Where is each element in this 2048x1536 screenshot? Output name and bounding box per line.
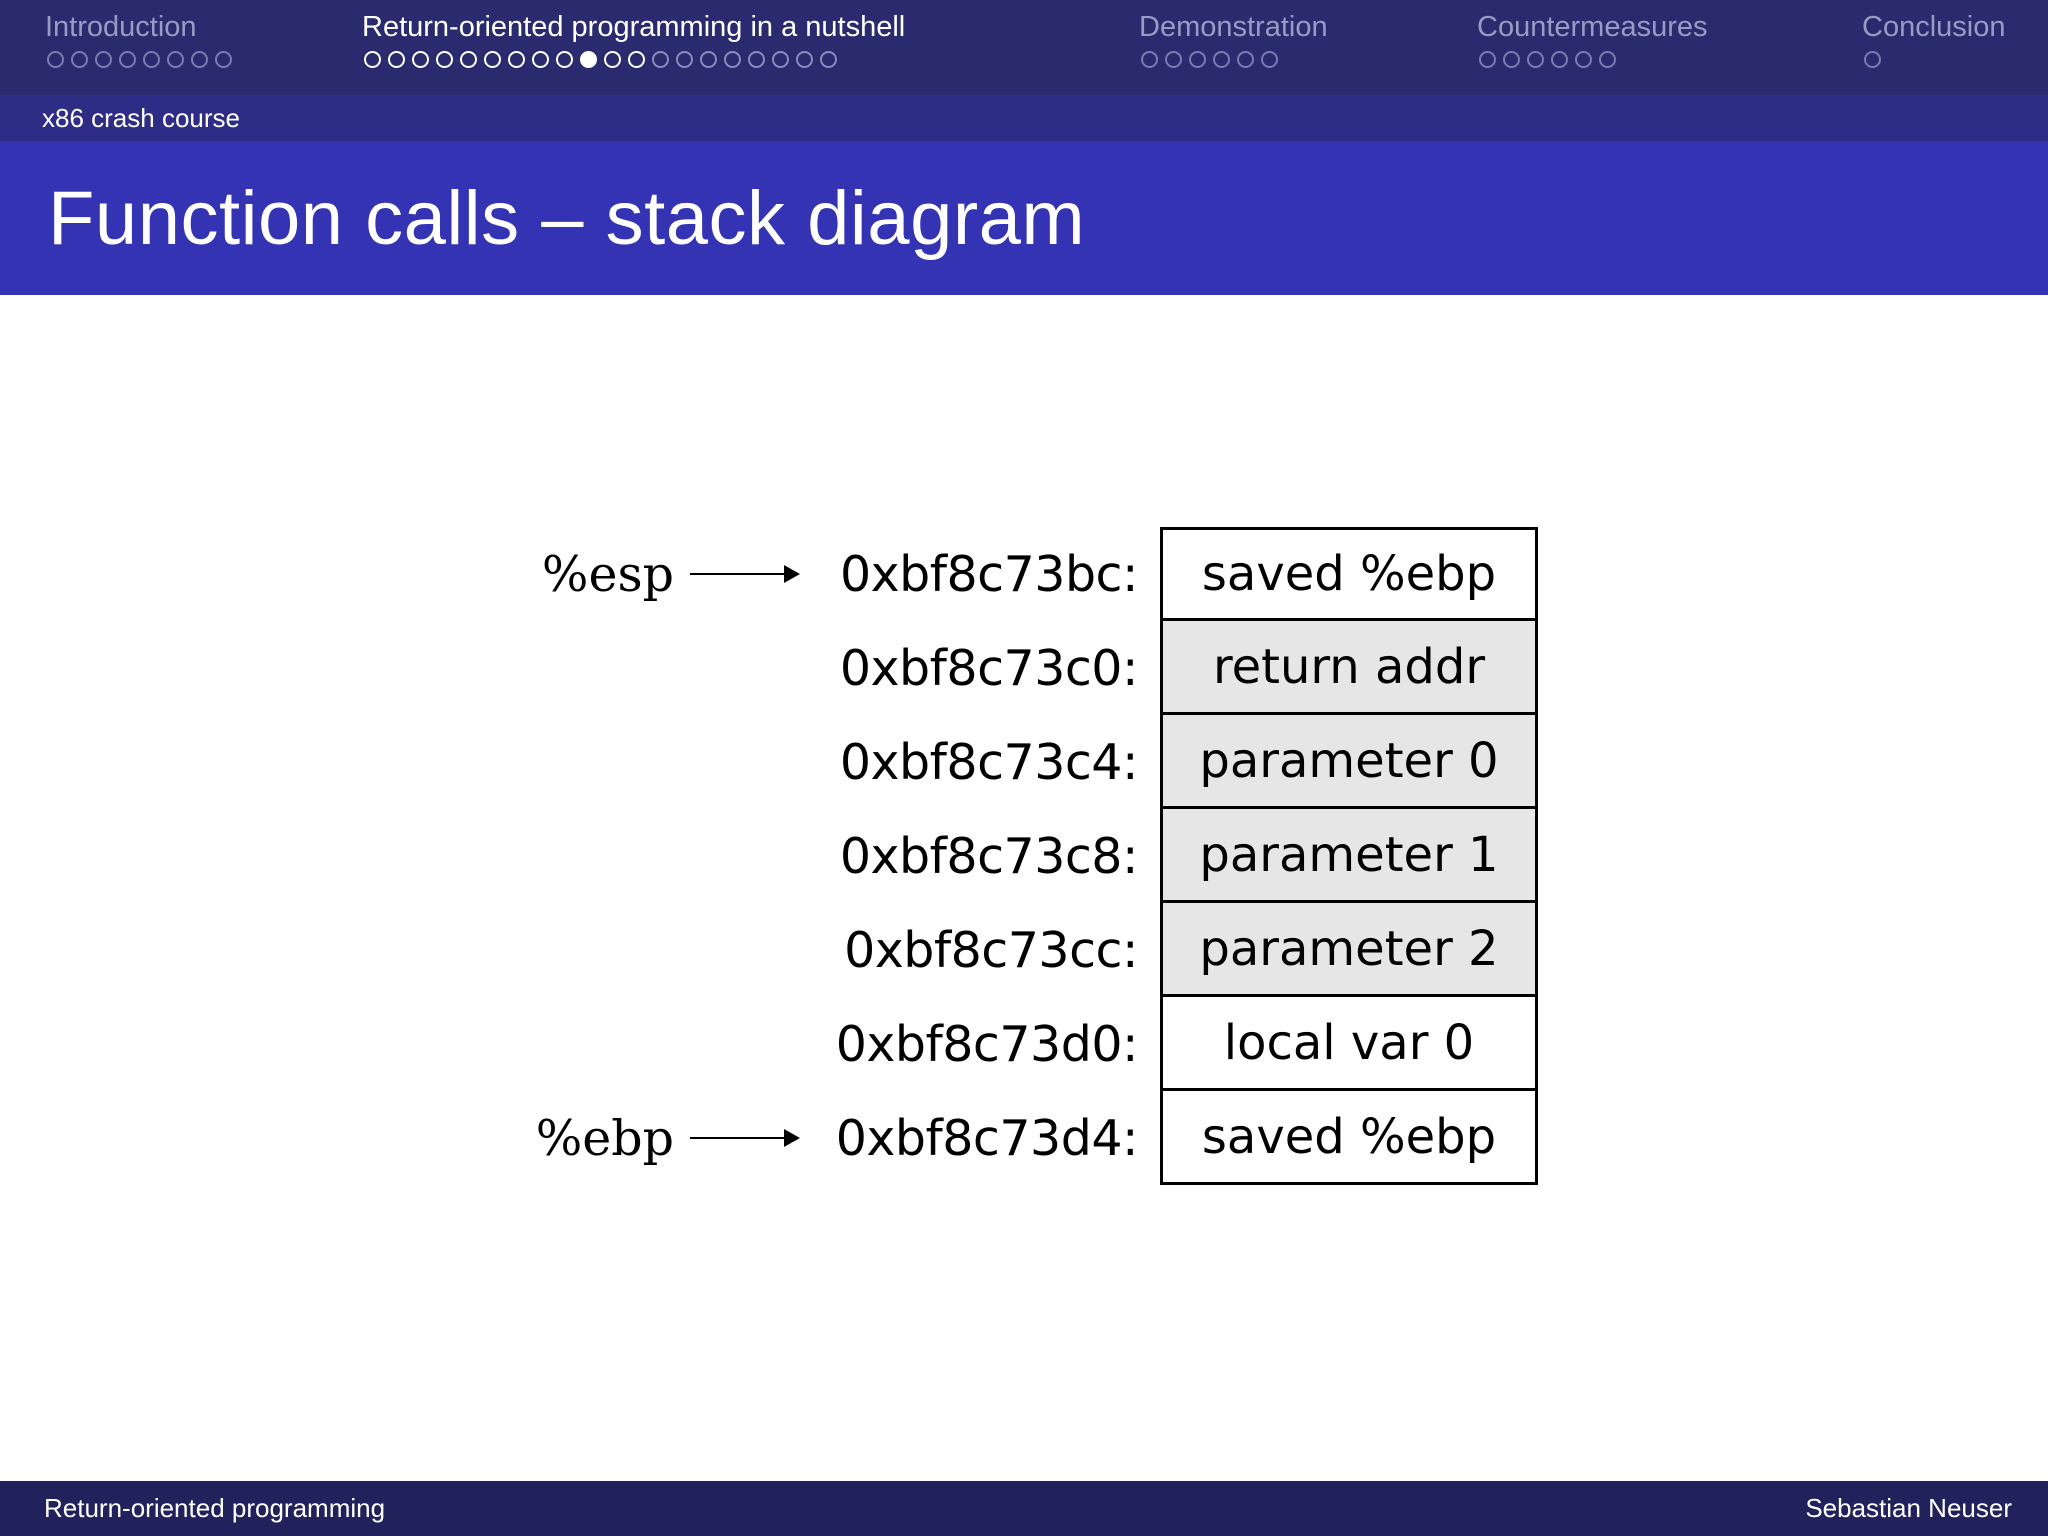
nav-section-return-oriented-programming-in-a-nutshell[interactable]: Return-oriented programming in a nutshel… bbox=[362, 0, 905, 68]
stack-diagram: %esp 0xbf8c73bc: saved %ebp 0xbf8c73c0: retu… bbox=[500, 527, 1538, 1185]
page-title: Function calls – stack diagram bbox=[48, 175, 1086, 261]
title-bar: Function calls – stack diagram bbox=[0, 141, 2048, 295]
stack-address-label: 0xbf8c73d4: bbox=[835, 1109, 1139, 1167]
nav-dot[interactable] bbox=[460, 51, 477, 68]
nav-section-label: Demonstration bbox=[1139, 11, 1328, 43]
stack-row: 0xbf8c73c4: parameter 0 bbox=[500, 715, 1538, 809]
register-pointer-cell bbox=[500, 715, 800, 809]
stack-slot: local var 0 bbox=[1160, 997, 1538, 1091]
nav-dot[interactable] bbox=[508, 51, 525, 68]
nav-dot[interactable] bbox=[119, 51, 136, 68]
slide-body: %esp 0xbf8c73bc: saved %ebp 0xbf8c73c0: retu… bbox=[0, 295, 2048, 1481]
stack-slot: parameter 1 bbox=[1160, 809, 1538, 903]
nav-section-demonstration[interactable]: Demonstration bbox=[1139, 0, 1328, 68]
register-pointer-cell bbox=[500, 903, 800, 997]
nav-section-label: Countermeasures bbox=[1477, 11, 1708, 43]
footer-presentation-title: Return-oriented programming bbox=[44, 1493, 386, 1523]
nav-dot[interactable] bbox=[215, 51, 232, 68]
nav-dot[interactable] bbox=[191, 51, 208, 68]
stack-address-label: 0xbf8c73d0: bbox=[835, 1015, 1139, 1073]
nav-dot[interactable] bbox=[364, 51, 381, 68]
stack-row: %esp 0xbf8c73bc: saved %ebp bbox=[500, 527, 1538, 621]
stack-address-label: 0xbf8c73bc: bbox=[839, 545, 1139, 603]
nav-section-label: Return-oriented programming in a nutshel… bbox=[362, 11, 906, 43]
footer-bar: Return-oriented programming Sebastian Ne… bbox=[0, 1481, 2048, 1536]
nav-dot[interactable] bbox=[1261, 51, 1278, 68]
nav-dot[interactable] bbox=[388, 51, 405, 68]
stack-row: 0xbf8c73c0: return addr bbox=[500, 621, 1538, 715]
stack-address-label: 0xbf8c73cc: bbox=[844, 921, 1138, 979]
stack-row: 0xbf8c73d0: local var 0 bbox=[500, 997, 1538, 1091]
nav-dot[interactable] bbox=[772, 51, 789, 68]
nav-section-label: Introduction bbox=[45, 11, 197, 43]
nav-dot[interactable] bbox=[604, 51, 621, 68]
navigation-bar: Introduction Return-oriented programming … bbox=[0, 0, 2048, 95]
stack-row: %ebp 0xbf8c73d4: saved %ebp bbox=[500, 1091, 1538, 1185]
nav-dot[interactable] bbox=[724, 51, 741, 68]
nav-dot[interactable] bbox=[412, 51, 429, 68]
nav-dot[interactable] bbox=[71, 51, 88, 68]
nav-slide-dots bbox=[362, 51, 837, 68]
arrow-right-icon bbox=[690, 1129, 800, 1147]
nav-dot[interactable] bbox=[167, 51, 184, 68]
nav-section-countermeasures[interactable]: Countermeasures bbox=[1477, 0, 1708, 68]
stack-slot: saved %ebp bbox=[1160, 527, 1538, 621]
register-name: %esp bbox=[541, 545, 674, 603]
stack-address-label: 0xbf8c73c0: bbox=[839, 639, 1139, 697]
register-pointer-cell: %ebp bbox=[500, 1091, 800, 1185]
nav-dot[interactable] bbox=[652, 51, 669, 68]
stack-slot: parameter 2 bbox=[1160, 903, 1538, 997]
nav-section-introduction[interactable]: Introduction bbox=[45, 0, 232, 68]
nav-dot[interactable] bbox=[1237, 51, 1254, 68]
stack-row: 0xbf8c73cc: parameter 2 bbox=[500, 903, 1538, 997]
nav-dot[interactable] bbox=[1527, 51, 1544, 68]
nav-dot[interactable] bbox=[1479, 51, 1496, 68]
nav-dot[interactable] bbox=[532, 51, 549, 68]
register-pointer-cell bbox=[500, 997, 800, 1091]
nav-dot[interactable] bbox=[1141, 51, 1158, 68]
subsection-bar: x86 crash course bbox=[0, 95, 2048, 141]
footer-author: Sebastian Neuser bbox=[1805, 1493, 2012, 1523]
stack-slot: parameter 0 bbox=[1160, 715, 1538, 809]
stack-address-label: 0xbf8c73c8: bbox=[839, 827, 1139, 885]
subsection-label: x86 crash course bbox=[42, 102, 240, 133]
nav-slide-dots bbox=[1862, 51, 1881, 68]
nav-dot[interactable] bbox=[796, 51, 813, 68]
nav-dot[interactable] bbox=[1864, 51, 1881, 68]
nav-dot[interactable] bbox=[820, 51, 837, 68]
nav-dot[interactable] bbox=[1551, 51, 1568, 68]
nav-dot[interactable] bbox=[1165, 51, 1182, 68]
nav-section-conclusion[interactable]: Conclusion bbox=[1862, 0, 2005, 68]
register-pointer-cell: %esp bbox=[500, 527, 800, 621]
nav-section-label: Conclusion bbox=[1862, 11, 2006, 43]
nav-slide-dots bbox=[1477, 51, 1616, 68]
nav-slide-dots bbox=[1139, 51, 1278, 68]
nav-dot[interactable] bbox=[47, 51, 64, 68]
nav-slide-dots bbox=[45, 51, 232, 68]
register-name: %ebp bbox=[535, 1109, 674, 1167]
nav-dot[interactable] bbox=[143, 51, 160, 68]
nav-dot[interactable] bbox=[1189, 51, 1206, 68]
nav-dot[interactable] bbox=[1599, 51, 1616, 68]
nav-dot[interactable] bbox=[676, 51, 693, 68]
nav-dot[interactable] bbox=[1213, 51, 1230, 68]
nav-dot[interactable] bbox=[484, 51, 501, 68]
register-pointer-cell bbox=[500, 809, 800, 903]
nav-dot-current[interactable] bbox=[580, 51, 597, 68]
nav-dot[interactable] bbox=[748, 51, 765, 68]
nav-dot[interactable] bbox=[95, 51, 112, 68]
nav-dot[interactable] bbox=[628, 51, 645, 68]
stack-slot: saved %ebp bbox=[1160, 1091, 1538, 1185]
stack-slot: return addr bbox=[1160, 621, 1538, 715]
register-pointer-cell bbox=[500, 621, 800, 715]
nav-dot[interactable] bbox=[436, 51, 453, 68]
nav-dot[interactable] bbox=[1575, 51, 1592, 68]
nav-dot[interactable] bbox=[700, 51, 717, 68]
nav-dot[interactable] bbox=[1503, 51, 1520, 68]
stack-row: 0xbf8c73c8: parameter 1 bbox=[500, 809, 1538, 903]
arrow-right-icon bbox=[690, 565, 800, 583]
nav-dot[interactable] bbox=[556, 51, 573, 68]
stack-address-label: 0xbf8c73c4: bbox=[839, 733, 1139, 791]
